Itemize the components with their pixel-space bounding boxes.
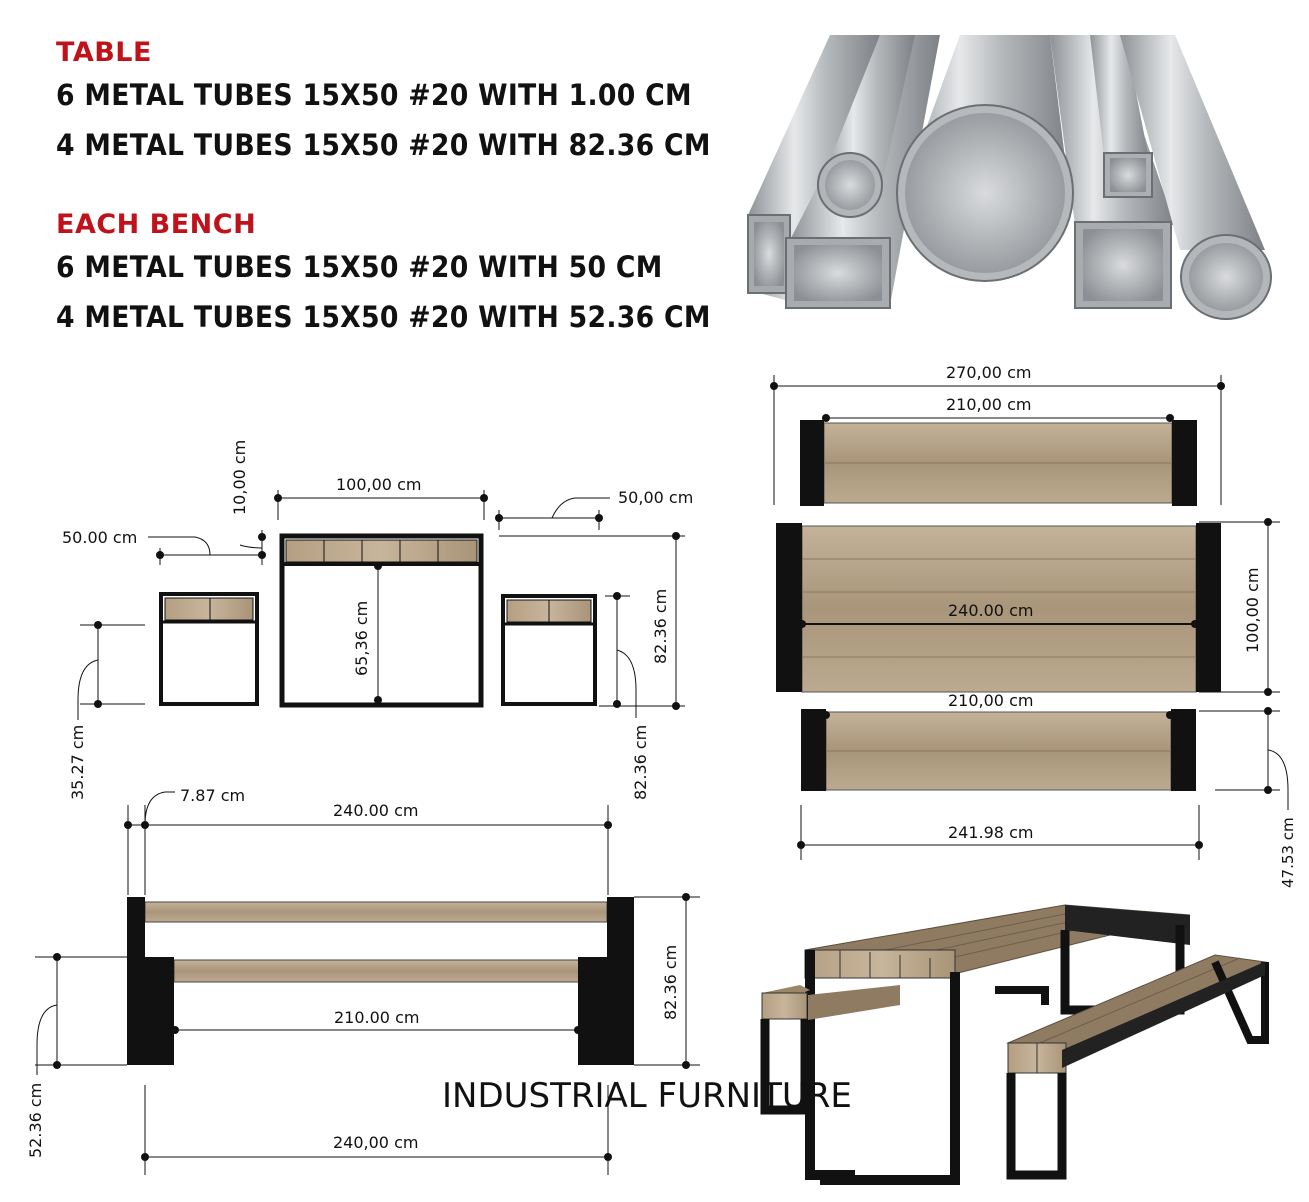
label-side-bench-height: 52.36 cm <box>26 1083 45 1158</box>
top-view-labels: 270,00 cm 210,00 cm 240.00 cm 210,00 cm … <box>946 363 1297 888</box>
bench-spec-line-2: 4 METAL TUBES 15X50 #20 WITH 52.36 CM <box>56 300 711 334</box>
top-view <box>770 375 1289 860</box>
caption-industrial-furniture: INDUSTRIAL FURNITURE <box>442 1076 852 1116</box>
label-table-height: 82.36 cm <box>651 589 670 664</box>
label-table-depth: 100,00 cm <box>1243 568 1262 653</box>
label-inner-length: 210.00 cm <box>334 1008 419 1027</box>
label-right-bench-width: 50,00 cm <box>618 488 693 507</box>
label-table-width: 100,00 cm <box>336 475 421 494</box>
label-bench-inner-top: 210,00 cm <box>946 395 1031 414</box>
label-bench-height: 35.27 cm <box>68 725 87 800</box>
label-leg-offset: 7.87 cm <box>180 786 245 805</box>
picnic-set-3d-render <box>760 904 1269 1185</box>
tabletop-side <box>144 901 608 923</box>
spacer <box>56 170 736 208</box>
label-bench-depth: 47.53 cm <box>1279 817 1297 888</box>
label-right-height: 82.36 cm <box>631 725 650 800</box>
table-frame <box>279 533 484 708</box>
label-bottom-length: 240,00 cm <box>333 1133 418 1152</box>
front-view <box>77 490 685 720</box>
bench-heading: EACH BENCH <box>56 209 257 240</box>
table-spec-line-2: 4 METAL TUBES 15X50 #20 WITH 82.36 CM <box>56 128 711 162</box>
side-view <box>35 791 700 1175</box>
label-table-length: 240.00 cm <box>948 601 1033 620</box>
label-bench-inner-bottom: 210,00 cm <box>948 691 1033 710</box>
spec-panel: TABLE 6 METAL TUBES 15X50 #20 WITH 1.00 … <box>56 36 736 342</box>
label-bench-width: 50.00 cm <box>62 528 137 547</box>
bench-seat-side <box>173 959 580 983</box>
right-bench-frame <box>501 594 597 706</box>
bench-spec-line-1: 6 METAL TUBES 15X50 #20 WITH 50 CM <box>56 250 663 284</box>
left-bench-frame <box>159 592 259 706</box>
metal-tubes-image <box>747 35 1272 320</box>
label-inner-height: 65,36 cm <box>352 601 371 676</box>
table-plan <box>801 525 1197 693</box>
label-bench-overall: 241.98 cm <box>948 823 1033 842</box>
table-heading: TABLE <box>56 37 152 68</box>
front-view-labels: 50.00 cm 10,00 cm 100,00 cm 50,00 cm 65,… <box>62 440 693 800</box>
label-top-length: 240.00 cm <box>333 801 418 820</box>
label-top-thickness: 10,00 cm <box>230 440 249 515</box>
side-view-labels: 7.87 cm 240.00 cm 210.00 cm 82.36 cm 52.… <box>26 786 680 1158</box>
label-overall-length: 270,00 cm <box>946 363 1031 382</box>
label-side-height: 82.36 cm <box>661 945 680 1020</box>
table-spec-line-1: 6 METAL TUBES 15X50 #20 WITH 1.00 CM <box>56 78 692 112</box>
